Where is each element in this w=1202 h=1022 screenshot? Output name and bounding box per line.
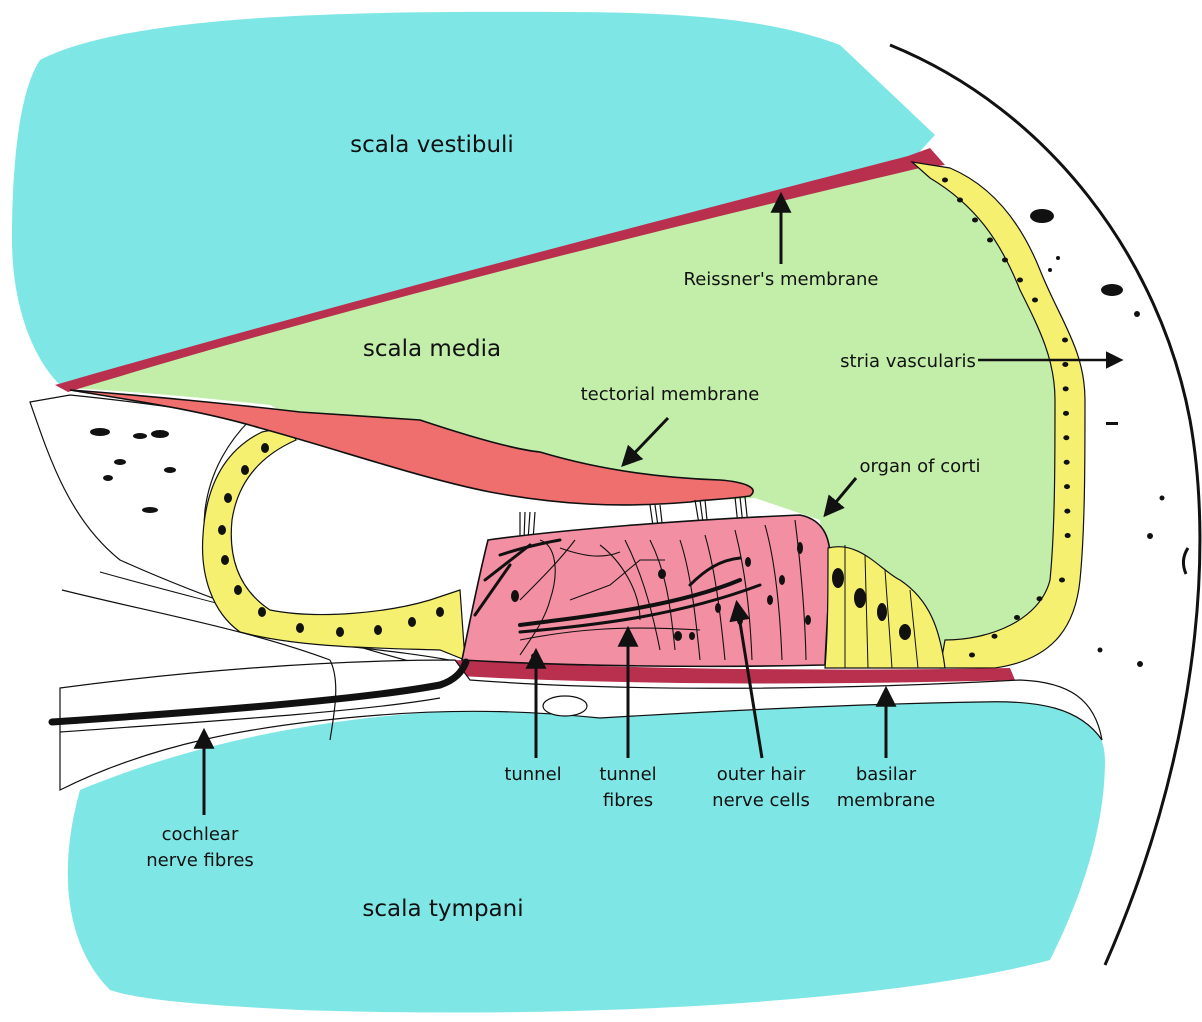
label-stria-vascularis: stria vascularis <box>840 351 976 372</box>
label-tunnel-fibres-2: fibres <box>603 790 653 811</box>
cell-nucleus <box>1037 596 1043 601</box>
cell-nucleus <box>987 238 993 243</box>
cell-nucleus <box>1063 386 1069 391</box>
label-cochlear-1: cochlear <box>162 824 239 845</box>
organ-of-corti-shape <box>462 515 830 666</box>
cell-nucleus <box>1062 338 1068 343</box>
cell-nucleus <box>408 617 416 627</box>
label-organ-of-corti: organ of corti <box>859 456 980 477</box>
cell-nucleus <box>258 607 266 617</box>
cell-nucleus <box>1064 484 1070 489</box>
cell-nucleus <box>224 493 232 503</box>
label-tunnel: tunnel <box>504 764 561 785</box>
cell-nucleus <box>234 585 242 595</box>
cell-nucleus <box>218 525 226 535</box>
cell-nucleus <box>1032 298 1038 303</box>
cell-nucleus <box>972 218 978 223</box>
cell-nucleus <box>296 623 304 633</box>
cell-nucleus <box>942 178 948 183</box>
cell-nucleus <box>1065 533 1071 538</box>
label-outer-hair-2: nerve cells <box>712 790 810 811</box>
label-tunnel-fibres-1: tunnel <box>599 764 656 785</box>
label-cochlear-2: nerve fibres <box>146 850 254 871</box>
cell-nucleus <box>1002 258 1008 263</box>
cell-nucleus <box>1063 411 1069 416</box>
label-outer-hair-1: outer hair <box>717 764 806 785</box>
cell-nucleus <box>1059 578 1065 583</box>
cell-nucleus <box>1017 278 1023 283</box>
label-basilar-2: membrane <box>837 790 935 811</box>
cell-nucleus <box>992 634 998 639</box>
label-basilar-1: basilar <box>856 764 917 785</box>
label-scala-tympani: scala tympani <box>362 896 523 922</box>
cell-nucleus <box>1064 509 1070 514</box>
tympanic-vessel <box>543 696 587 716</box>
label-scala-vestibuli: scala vestibuli <box>350 132 514 158</box>
cell-nucleus <box>374 625 382 635</box>
cell-nucleus <box>241 465 249 475</box>
cell-nucleus <box>261 443 269 453</box>
label-scala-media: scala media <box>363 336 501 362</box>
cell-nucleus <box>1062 362 1068 367</box>
cell-nucleus <box>1064 460 1070 465</box>
cell-nucleus <box>969 653 975 658</box>
cell-nucleus <box>436 607 444 617</box>
cell-nucleus <box>336 627 344 637</box>
cell-nucleus <box>1014 615 1020 620</box>
cell-nucleus <box>957 198 963 203</box>
label-reissners-membrane: Reissner's membrane <box>684 269 879 290</box>
label-tectorial-membrane: tectorial membrane <box>581 384 760 405</box>
cell-nucleus <box>1063 435 1069 440</box>
cell-nucleus <box>221 555 229 565</box>
